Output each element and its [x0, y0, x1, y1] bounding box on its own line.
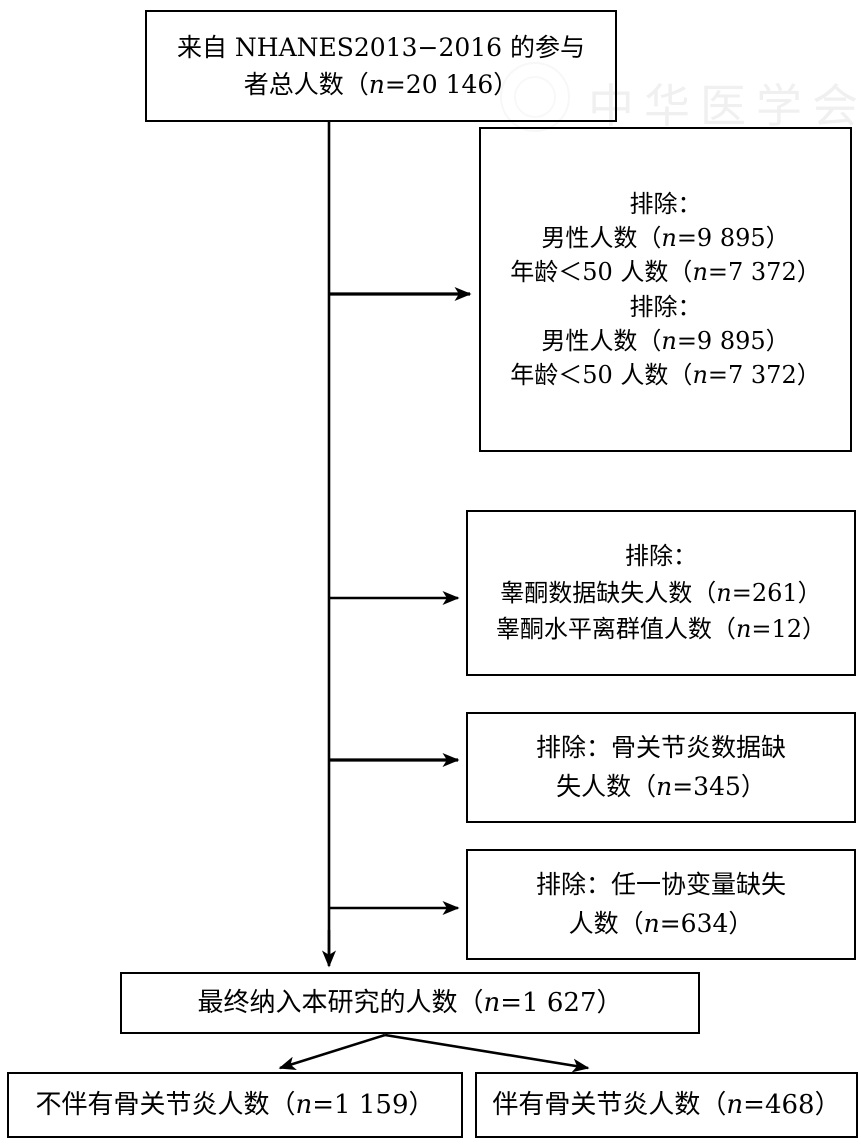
node-line: 不伴有骨关节炎人数（n=1 159）: [35, 1089, 435, 1120]
node-line: 睾酮水平离群值人数（n=12）: [495, 615, 827, 644]
node-line: 睾酮数据缺失人数（n=261）: [500, 578, 822, 607]
node-line: 年龄＜50 人数（n=7 372）: [510, 360, 821, 389]
node-exclusion-testosterone: 排除： 睾酮数据缺失人数（n=261） 睾酮水平离群值人数（n=12）: [466, 510, 856, 676]
node-exclusion-osteoarthritis-data: 排除：骨关节炎数据缺 失人数（n=345）: [466, 712, 856, 823]
node-exclusion-covariates: 排除：任一协变量缺失 人数（n=634）: [466, 849, 856, 960]
node-line: 男性人数（n=9 895）: [541, 224, 790, 253]
node-line: 失人数（n=345）: [556, 771, 766, 801]
node-line: 排除：: [629, 292, 702, 321]
edge-arrow-outcome-left: [278, 1033, 386, 1071]
node-line: 来自 NHANES2013−2016 的参与: [176, 32, 586, 62]
node-exclusion-sex-age: 排除： 男性人数（n=9 895） 年龄＜50 人数（n=7 372） 排除： …: [479, 127, 852, 452]
node-line: 伴有骨关节炎人数（n=468）: [492, 1089, 841, 1120]
node-line: 男性人数（n=9 895）: [541, 326, 790, 355]
node-line: 排除：: [625, 542, 697, 571]
node-source-population: 来自 NHANES2013−2016 的参与 者总人数（n=20 146）: [145, 10, 617, 122]
node-without-osteoarthritis: 不伴有骨关节炎人数（n=1 159）: [7, 1072, 463, 1138]
node-line: 年龄＜50 人数（n=7 372）: [510, 258, 821, 287]
node-line: 排除：骨关节炎数据缺: [535, 732, 786, 762]
node-line: 排除：任一协变量缺失: [535, 869, 786, 899]
node-with-osteoarthritis: 伴有骨关节炎人数（n=468）: [475, 1072, 858, 1138]
node-final-included: 最终纳入本研究的人数（n=1 627）: [120, 972, 700, 1034]
node-line: 人数（n=634）: [568, 908, 754, 938]
node-line: 排除：: [629, 190, 702, 219]
node-line: 者总人数（n=20 146）: [243, 70, 519, 99]
edge-arrow-outcome-right: [384, 1033, 590, 1073]
node-line: 最终纳入本研究的人数（n=1 627）: [197, 987, 623, 1018]
